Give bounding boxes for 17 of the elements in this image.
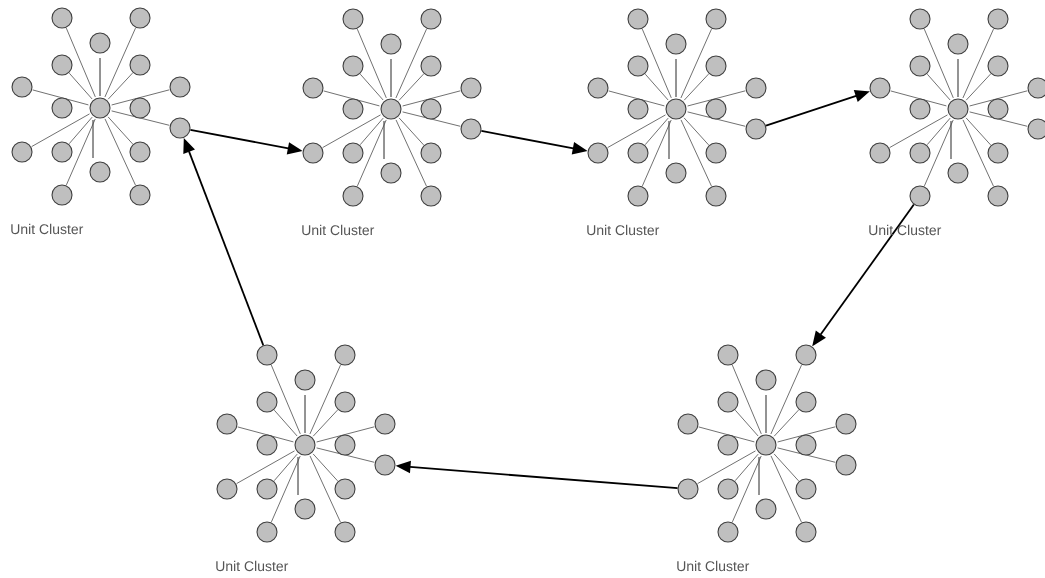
cluster-label: Unit Cluster <box>869 224 942 236</box>
cluster-label: Unit Cluster <box>11 223 84 235</box>
node-circle <box>302 142 324 164</box>
node-circle <box>169 117 191 139</box>
node-circle <box>256 344 278 366</box>
node-circle <box>909 185 931 207</box>
node-circle <box>745 118 767 140</box>
node-circle <box>587 142 609 164</box>
cluster-label: Unit Cluster <box>587 224 660 236</box>
node-circle <box>795 344 817 366</box>
node-circle <box>374 454 396 476</box>
cluster-label: Unit Cluster <box>216 560 289 572</box>
cluster-label: Unit Cluster <box>677 560 750 572</box>
cluster-label: Unit Cluster <box>302 224 375 236</box>
node-circle <box>460 118 482 140</box>
node-circle <box>677 478 699 500</box>
node-circle <box>869 77 891 99</box>
